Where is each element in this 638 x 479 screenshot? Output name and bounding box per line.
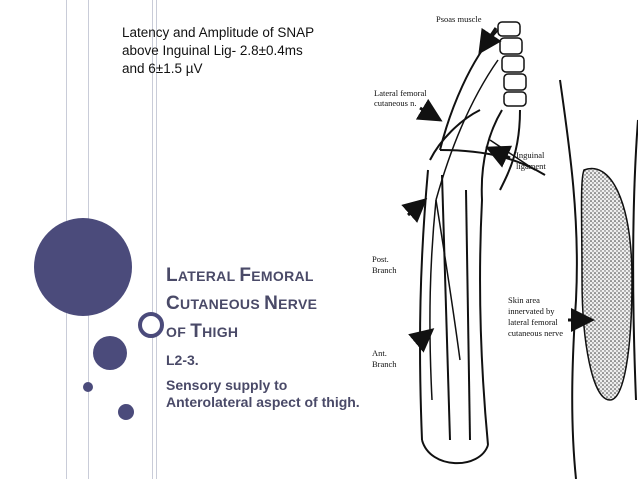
label-lfcn: cutaneous n.	[374, 98, 417, 108]
label-skin-area: Skin area	[508, 295, 540, 305]
label-skin-area: lateral femoral	[508, 317, 558, 327]
title-line: OF THIGH	[166, 321, 239, 342]
decor-circle-small-2	[118, 404, 134, 420]
supply-text: Sensory supply to Anterolateral aspect o…	[166, 377, 360, 410]
pelvis-outline	[429, 29, 546, 201]
note-line: and 6±1.5 µV	[122, 61, 203, 76]
label-skin-area: cutaneous nerve	[508, 328, 563, 338]
decor-circle-small	[83, 382, 93, 392]
decor-line	[152, 0, 153, 479]
thigh-outline	[559, 79, 638, 479]
note-line: Latency and Amplitude of SNAP	[122, 25, 315, 40]
label-ant-branch: Ant.	[372, 348, 387, 358]
decor-circle-medium	[93, 336, 127, 370]
leg-outline	[419, 169, 489, 465]
snap-note: Latency and Amplitude of SNAP above Ingu…	[122, 24, 372, 78]
label-lfcn: Lateral femoral	[374, 88, 427, 98]
anatomy-illustration: Psoas muscle Lateral femoral cutaneous n…	[372, 14, 638, 479]
nerve-branches	[429, 59, 536, 401]
label-ant-branch: Branch	[372, 359, 397, 369]
label-psoas: Psoas muscle	[436, 14, 482, 24]
anatomy-figure: Psoas muscle Lateral femoral cutaneous n…	[370, 0, 638, 479]
slide-body: L2-3. Sensory supply to Anterolateral as…	[166, 352, 366, 419]
slide-title: LATERAL FEMORAL CUTANEOUS NERVE OF THIGH	[166, 262, 386, 346]
decor-circle-large	[34, 218, 132, 316]
label-inguinal: ligament	[516, 161, 546, 171]
label-post-branch: Post.	[372, 254, 389, 264]
spine	[497, 21, 527, 107]
title-line: LATERAL FEMORAL	[166, 265, 314, 286]
nerve-roots: L2-3.	[166, 352, 199, 368]
label-inguinal: Inguinal	[516, 150, 545, 160]
title-line: CUTANEOUS NERVE	[166, 293, 318, 314]
skin-area	[580, 167, 633, 401]
label-skin-area: innervated by	[508, 306, 555, 316]
label-post-branch: Branch	[372, 265, 397, 275]
note-line: above Inguinal Lig- 2.8±0.4ms	[122, 43, 303, 58]
decor-circle-outline	[138, 312, 164, 338]
annotation-arrows	[401, 27, 595, 353]
decor-line	[156, 0, 157, 479]
